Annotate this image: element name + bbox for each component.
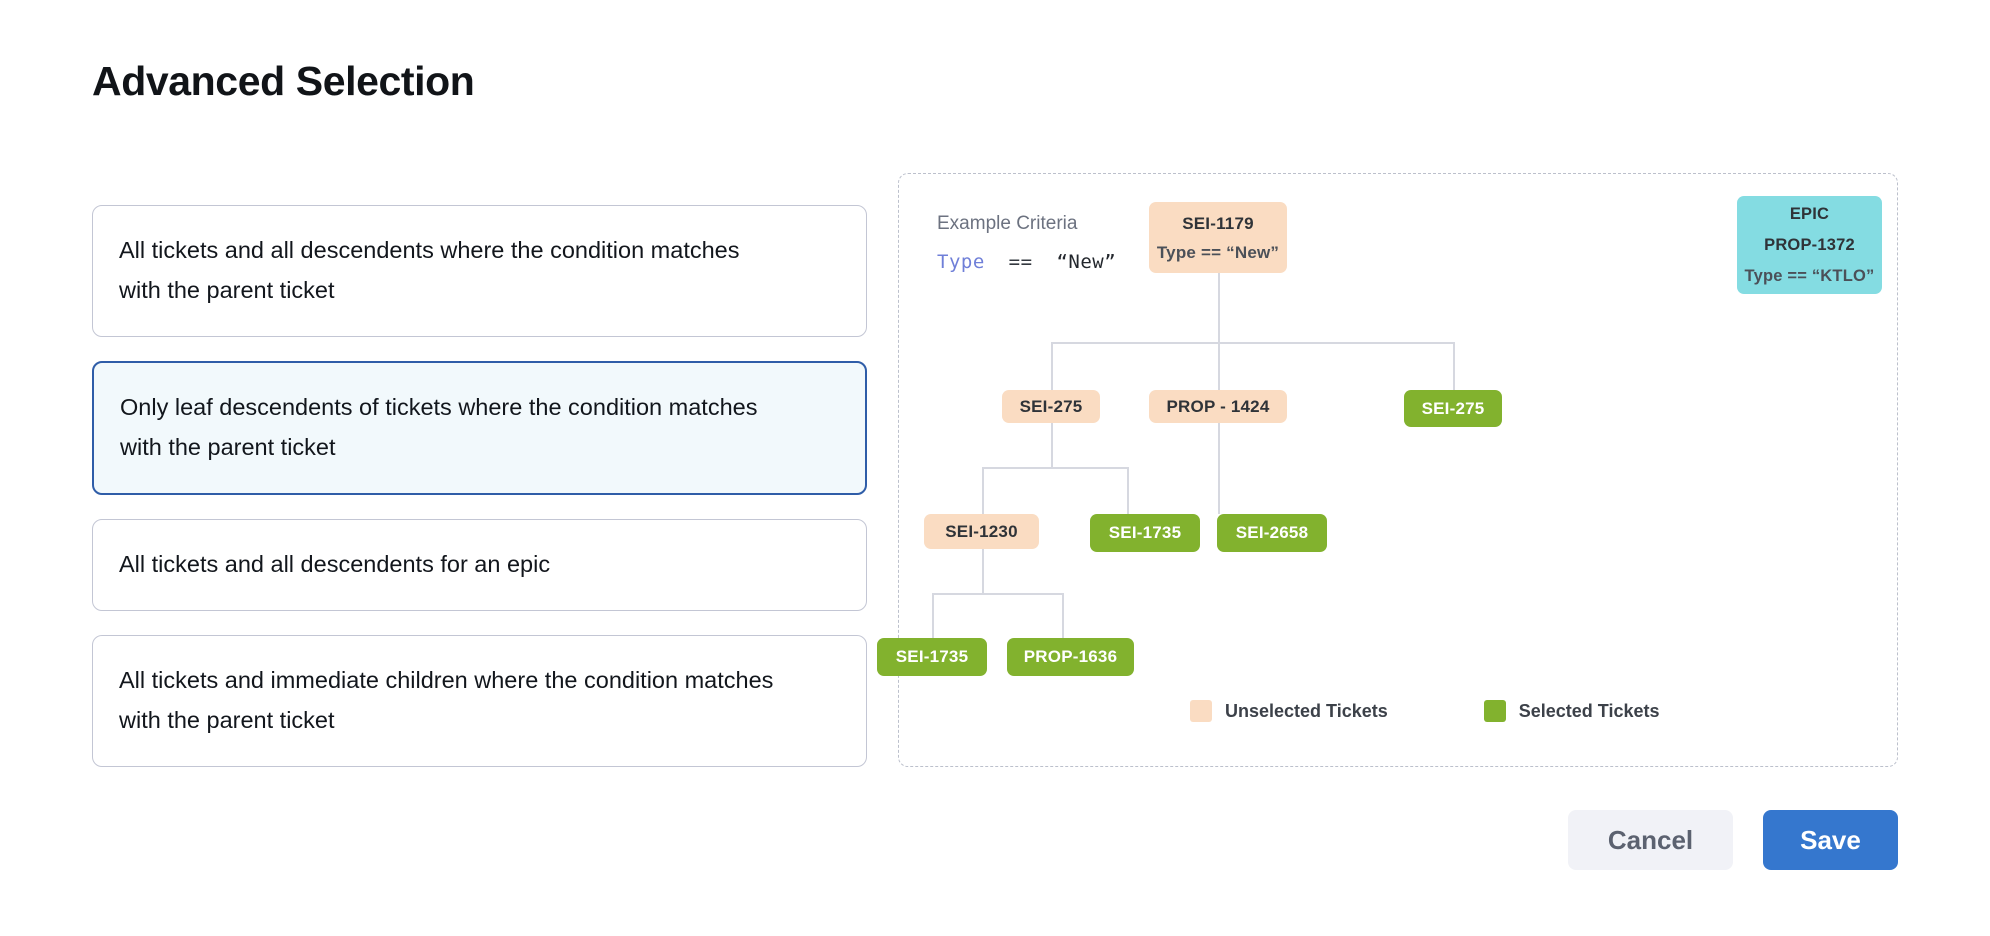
criteria-key: Type (937, 251, 985, 273)
diagram-node-r4c1[interactable]: SEI-1735 (877, 638, 987, 676)
node-kicker: EPIC (1789, 204, 1830, 223)
diagram-node-root[interactable]: SEI-1179 Type == “New” (1149, 202, 1287, 273)
option-card-leaf-descendents-condition[interactable]: Only leaf descendents of tickets where t… (92, 361, 867, 495)
legend-label-selected: Selected Tickets (1518, 700, 1660, 721)
connector-row2-left (1051, 342, 1053, 390)
node-label: SEI-275 (1421, 398, 1485, 418)
connector-r3c1-stem (982, 549, 984, 594)
diagram-node-r2c3[interactable]: SEI-275 (1404, 390, 1502, 427)
connector-row2-right (1453, 342, 1455, 390)
node-label: SEI-275 (1019, 396, 1083, 416)
connector-row2-mid (1218, 342, 1220, 390)
node-label: PROP-1372 (1764, 235, 1855, 254)
connector-row4-bar (932, 593, 1062, 595)
example-diagram-panel: Example Criteria Type == “New” SEI-1179 … (877, 173, 1898, 767)
option-card-all-descendents-condition[interactable]: All tickets and all descendents where th… (92, 205, 867, 337)
criteria-value: “New” (1056, 251, 1117, 273)
option-card-all-descendents-epic[interactable]: All tickets and all descendents for an e… (92, 519, 867, 611)
connector-row3-bar (982, 467, 1127, 469)
diagram-node-r2c1[interactable]: SEI-275 (1002, 390, 1100, 423)
connector-root-stem (1218, 272, 1220, 343)
diagram-node-r4c2[interactable]: PROP-1636 (1007, 638, 1134, 676)
connector-row4-left (932, 593, 934, 638)
criteria-operator: == (1008, 251, 1033, 273)
connector-r2c2-stem (1218, 423, 1220, 514)
node-label: PROP-1636 (1023, 647, 1118, 666)
diagram-legend: Unselected Tickets Selected Tickets (1190, 700, 1660, 722)
option-list: All tickets and all descendents where th… (92, 205, 867, 791)
node-label: PROP - 1424 (1166, 396, 1270, 416)
option-label: All tickets and all descendents for an e… (119, 551, 551, 577)
node-condition: Type == “KTLO” (1744, 266, 1875, 285)
save-button[interactable]: Save (1763, 810, 1898, 870)
legend-swatch-unselected (1190, 700, 1212, 722)
node-label: SEI-2658 (1235, 523, 1309, 542)
legend-swatch-selected (1483, 700, 1506, 722)
option-label: All tickets and all descendents where th… (119, 237, 740, 303)
connector-row3-right (1127, 467, 1129, 514)
cancel-button[interactable]: Cancel (1568, 810, 1733, 870)
legend-item-unselected: Unselected Tickets (1190, 700, 1388, 722)
option-card-immediate-children-condition[interactable]: All tickets and immediate children where… (92, 635, 867, 767)
connector-row2-bar (1051, 342, 1454, 344)
legend-item-selected: Selected Tickets (1483, 700, 1660, 722)
option-label: Only leaf descendents of tickets where t… (120, 394, 758, 460)
criteria-expression: Type == “New” (937, 251, 1116, 273)
diagram-node-r3c1[interactable]: SEI-1230 (924, 514, 1039, 549)
node-condition: Type == “New” (1156, 242, 1280, 262)
legend-label-unselected: Unselected Tickets (1225, 700, 1388, 721)
node-label: SEI-1735 (1108, 523, 1182, 542)
node-label: SEI-1230 (945, 521, 1018, 541)
diagram-node-r3c2[interactable]: SEI-1735 (1090, 514, 1200, 552)
page-title: Advanced Selection (92, 58, 475, 104)
option-label: All tickets and immediate children where… (119, 667, 774, 733)
connector-row4-right (1062, 593, 1064, 638)
dialog-footer: Cancel Save (1568, 810, 1898, 870)
connector-row3-left (982, 467, 984, 514)
diagram-node-r2c2[interactable]: PROP - 1424 (1149, 390, 1287, 423)
diagram-node-epic[interactable]: EPIC PROP-1372 Type == “KTLO” (1737, 196, 1882, 294)
criteria-label: Example Criteria (937, 213, 1078, 234)
connector-r2c1-stem (1051, 423, 1053, 468)
node-label: SEI-1179 (1182, 213, 1254, 233)
node-label: SEI-1735 (895, 647, 969, 666)
diagram-node-r3c3[interactable]: SEI-2658 (1217, 514, 1327, 552)
